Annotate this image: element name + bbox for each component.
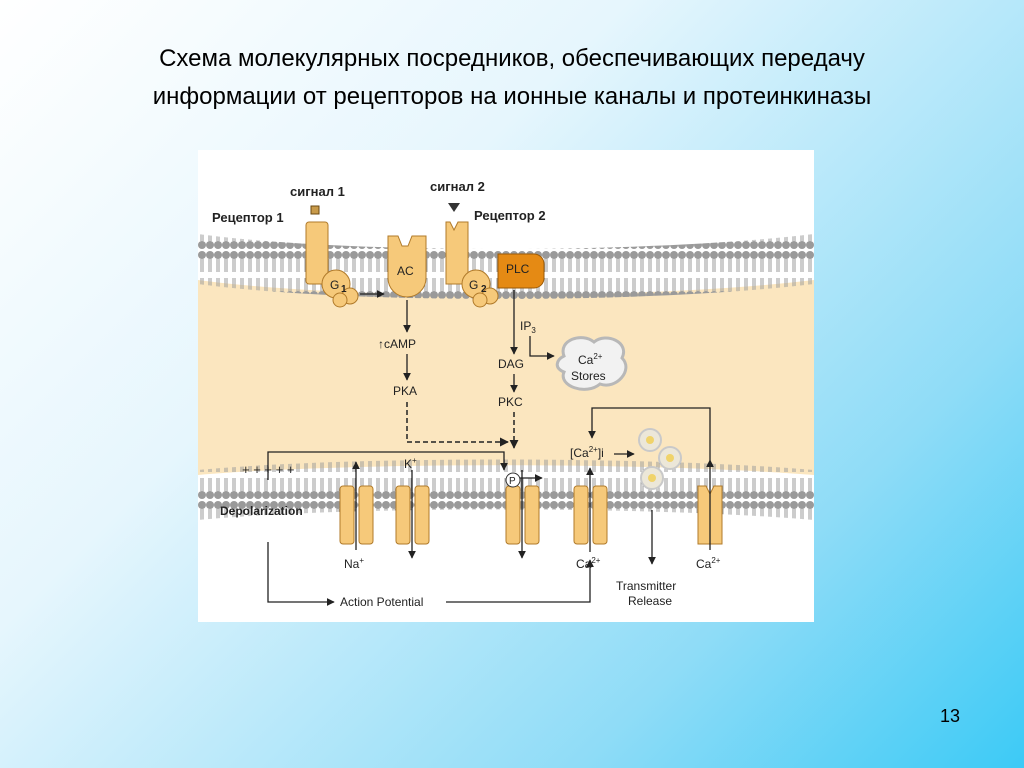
slide-title-line-1: Схема молекулярных посредников, обеспечи… [159, 45, 865, 72]
signaling-diagram: сигнал 1 Рецептор 1 G 1 AC сигнал 2 Реце… [198, 150, 814, 622]
receptor-1 [305, 221, 329, 285]
k-label: K+ [404, 456, 417, 471]
phosphate-marker [505, 472, 521, 488]
arrow-depolarization-loop [267, 451, 508, 480]
arrow-to-action-potential [267, 542, 335, 606]
na-label: Na+ [344, 556, 364, 571]
receptor-1-label: Рецептор 1 [212, 210, 284, 225]
g-protein-2: G 2 [461, 269, 499, 308]
pka-label: PKA [393, 384, 417, 398]
dashed-arrow-pka-to-channel [406, 402, 509, 447]
camp-label: ↑cAMP [378, 337, 416, 351]
action-potential-label: Action Potential [340, 595, 423, 609]
release-label: Release [628, 594, 672, 608]
transmitter-label: Transmitter [616, 579, 676, 593]
k-channel [395, 470, 430, 559]
svg-text:1: 1 [341, 284, 347, 295]
signal-1-label: сигнал 1 [290, 184, 345, 199]
cytoplasm [198, 280, 814, 475]
svg-text:AC: AC [397, 264, 414, 278]
arrow-action-potential-to-ca-channel [446, 559, 594, 603]
receptor-2-label: Рецептор 2 [474, 208, 546, 223]
calcium-stores: Ca2+ Stores [555, 336, 628, 391]
depolarization-label: Depolarization [220, 504, 303, 518]
arrow-ip3-to-stores [529, 336, 555, 360]
ca-channel-2 [697, 459, 723, 550]
svg-text:G: G [469, 278, 478, 292]
phosphate-label: P [509, 476, 516, 487]
ca-channel-2-label: Ca2+ [696, 556, 721, 571]
svg-text:G: G [330, 278, 339, 292]
ca-channel-1 [573, 467, 608, 552]
svg-text:Stores: Stores [571, 369, 606, 383]
na-channel [339, 461, 374, 550]
slide-title-line-2: информации от рецепторов на ионные канал… [152, 83, 872, 110]
svg-text:Ca2+: Ca2+ [578, 352, 603, 367]
svg-text:PLC: PLC [506, 262, 530, 276]
dag-label: DAG [498, 357, 524, 371]
ca-i-label: [Ca2+]i [570, 445, 604, 460]
signal-1-ligand [310, 205, 320, 215]
signal-2-ligand [448, 203, 460, 212]
ip3-label: IP3 [520, 319, 536, 335]
slide-title: Схема молекулярных посредников, обеспечи… [40, 40, 984, 116]
pkc-label: PKC [498, 395, 523, 409]
g-protein-1: G 1 [321, 269, 359, 308]
feedback-arrow-to-ca-i [588, 407, 711, 460]
synaptic-vesicles [638, 428, 682, 490]
phospholipase-c: PLC [497, 253, 545, 289]
receptor-2 [445, 221, 469, 285]
svg-text:2: 2 [481, 284, 487, 295]
adenylyl-cyclase: AC [387, 235, 427, 298]
ca-channel-1-label: Ca2+ [576, 556, 601, 571]
page-number: 13 [939, 706, 960, 726]
signal-2-label: сигнал 2 [430, 179, 485, 194]
